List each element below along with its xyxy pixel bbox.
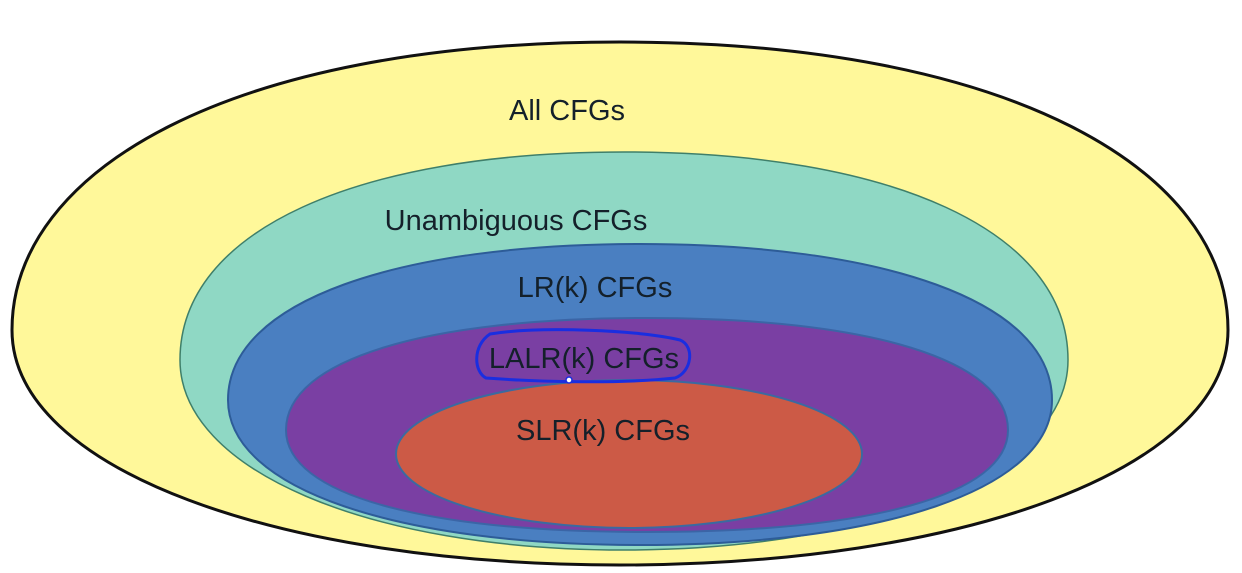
cursor-dot: [565, 376, 573, 384]
label-all-cfgs: All CFGs: [509, 95, 625, 127]
label-unambiguous-cfgs: Unambiguous CFGs: [385, 205, 648, 237]
label-slrk-cfgs: SLR(k) CFGs: [516, 415, 690, 447]
label-lalrk-cfgs: LALR(k) CFGs: [489, 343, 679, 375]
set-slrk-cfgs: [395, 379, 863, 529]
hand-drawn-circle-annotation: [475, 328, 691, 384]
label-lrk-cfgs: LR(k) CFGs: [518, 272, 673, 304]
